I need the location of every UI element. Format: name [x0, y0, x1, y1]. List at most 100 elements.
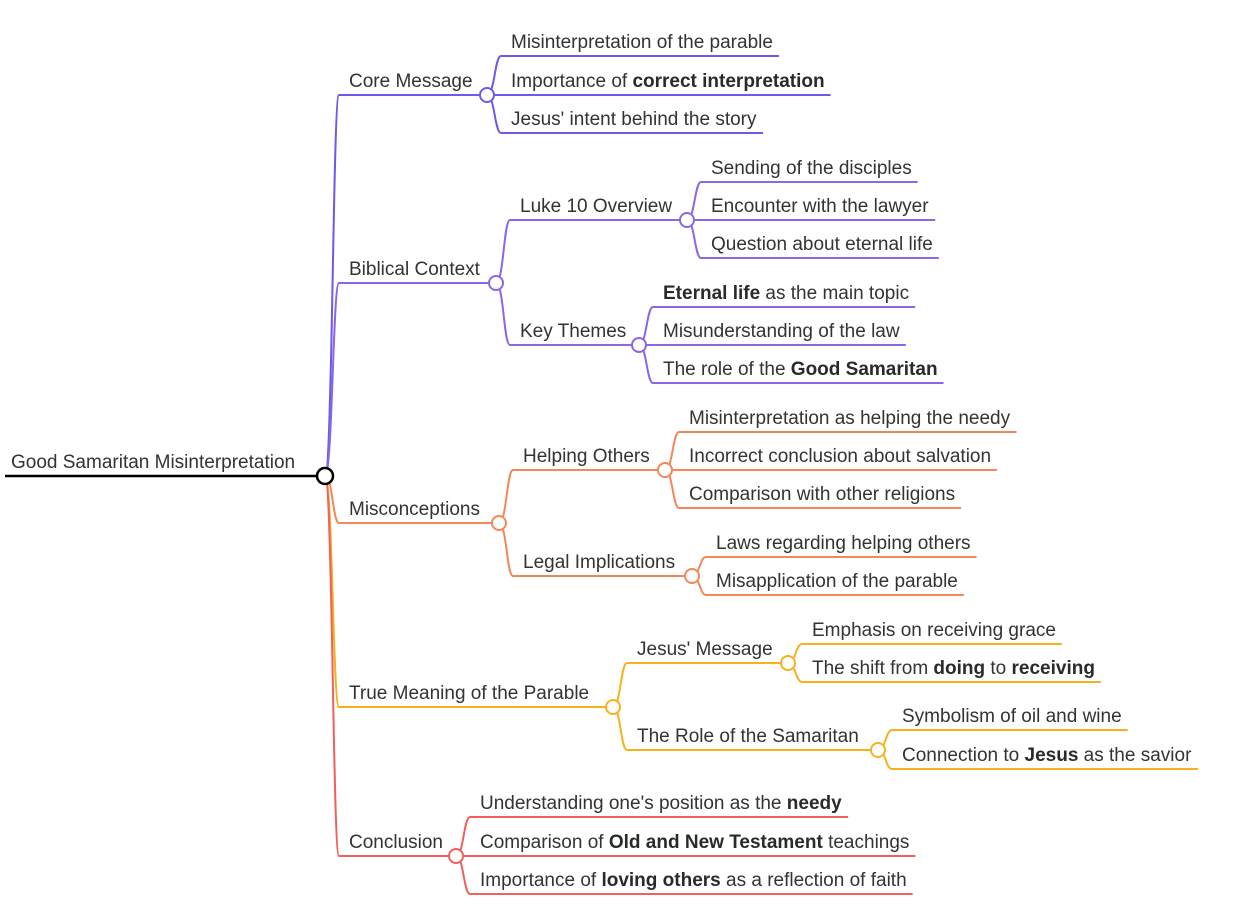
- label-fragment: as a reflection of faith: [721, 870, 907, 891]
- label-fragment: Importance of: [511, 71, 632, 92]
- label-fragment: Jesus' Message: [637, 639, 773, 660]
- node-understanding-one-s-position-as-the-needy: Understanding one's position as the need…: [480, 793, 842, 814]
- collapse-toggle-icon[interactable]: [631, 337, 647, 353]
- collapse-toggles: [315, 87, 886, 864]
- leaf-comparison-with-other-religions: Comparison with other religions: [689, 484, 955, 505]
- label-fragment: Comparison with other religions: [689, 484, 955, 505]
- label-fragment: Question about eternal life: [711, 234, 933, 255]
- root-collapse-toggle-icon[interactable]: [315, 466, 335, 486]
- label-fragment: Helping Others: [523, 446, 650, 467]
- node-the-role-of-the-samaritan: The Role of the Samaritan: [637, 726, 859, 747]
- collapse-toggle-icon[interactable]: [870, 742, 886, 758]
- label-fragment: Misinterpretation as helping the needy: [689, 408, 1011, 429]
- leaf-encounter-with-the-lawyer: Encounter with the lawyer: [711, 196, 929, 217]
- node-labels: Good Samaritan Misinterpretation Core Mes…: [11, 32, 1192, 891]
- label-fragment: teachings: [823, 832, 910, 853]
- node-jesus-message: Jesus' Message: [637, 639, 773, 660]
- label-fragment: Misapplication of the parable: [716, 571, 958, 592]
- node-helping-others: Helping Others: [523, 446, 650, 467]
- label-fragment: receiving: [1012, 658, 1095, 679]
- label-fragment: Luke 10 Overview: [520, 196, 672, 217]
- collapse-toggle-icon[interactable]: [605, 699, 621, 715]
- collapse-toggle-icon[interactable]: [491, 515, 507, 531]
- leaf-the-shift-from-doing-to-receiving: The shift from doing to receiving: [812, 658, 1095, 679]
- branch-core-message: Core Message: [349, 71, 473, 92]
- label-fragment: Incorrect conclusion about salvation: [689, 446, 991, 467]
- label-fragment: Jesus' intent behind the story: [511, 109, 757, 130]
- label-fragment: True Meaning of the Parable: [349, 683, 589, 704]
- label-fragment: Good Samaritan: [791, 359, 938, 380]
- label-fragment: Core Message: [349, 71, 473, 92]
- collapse-toggle-icon[interactable]: [780, 655, 796, 671]
- collapse-toggle-icon[interactable]: [684, 568, 700, 584]
- connector-lines: [5, 55, 1199, 895]
- label-fragment: Encounter with the lawyer: [711, 196, 929, 217]
- collapse-toggle-icon[interactable]: [448, 848, 464, 864]
- node-luke-10-overview: Luke 10 Overview: [520, 196, 672, 217]
- branch-connector: [324, 282, 496, 477]
- leaf-misinterpretation-as-helping-the-needy: Misinterpretation as helping the needy: [689, 408, 1011, 429]
- label-fragment: to: [985, 658, 1011, 679]
- leaf-misunderstanding-of-the-law: Misunderstanding of the law: [663, 321, 900, 342]
- branch-connector: [612, 662, 788, 708]
- label-fragment: as the main topic: [760, 283, 909, 304]
- leaf-incorrect-conclusion-about-salvation: Incorrect conclusion about salvation: [689, 446, 991, 467]
- branch-connector: [324, 94, 487, 477]
- label-fragment: The Role of the Samaritan: [637, 726, 859, 747]
- label-fragment: The role of the: [663, 359, 791, 380]
- label-fragment: Emphasis on receiving grace: [812, 620, 1056, 641]
- leaf-symbolism-of-oil-and-wine: Symbolism of oil and wine: [902, 706, 1122, 727]
- branch-true-meaning-of-the-parable: True Meaning of the Parable: [349, 683, 589, 704]
- label-fragment: Misinterpretation of the parable: [511, 32, 773, 53]
- label-fragment: Importance of: [480, 870, 601, 891]
- node-misinterpretation-of-the-parable: Misinterpretation of the parable: [511, 32, 773, 53]
- collapse-toggle-icon[interactable]: [657, 462, 673, 478]
- label-fragment: Legal Implications: [523, 552, 675, 573]
- leaf-laws-regarding-helping-others: Laws regarding helping others: [716, 533, 971, 554]
- node-comparison-of-old-and-new-testament-teachings: Comparison of Old and New Testament teac…: [480, 832, 909, 853]
- leaf-misapplication-of-the-parable: Misapplication of the parable: [716, 571, 958, 592]
- label-fragment: Misunderstanding of the law: [663, 321, 900, 342]
- label-fragment: Laws regarding helping others: [716, 533, 971, 554]
- label-fragment: Good Samaritan Misinterpretation: [11, 452, 295, 473]
- branch-conclusion: Conclusion: [349, 832, 443, 853]
- label-fragment: Misconceptions: [349, 499, 480, 520]
- leaf-connection-to-jesus-as-the-savior: Connection to Jesus as the savior: [902, 745, 1192, 766]
- node-jesus-intent-behind-the-story: Jesus' intent behind the story: [511, 109, 757, 130]
- node-legal-implications: Legal Implications: [523, 552, 675, 573]
- node-importance-of-correct-interpretation: Importance of correct interpretation: [511, 71, 825, 92]
- branch-connector: [324, 475, 456, 857]
- label-fragment: Biblical Context: [349, 259, 481, 280]
- node-importance-of-loving-others-as-a-reflection-of-faith: Importance of loving others as a reflect…: [480, 870, 907, 891]
- node-key-themes: Key Themes: [520, 321, 626, 342]
- leaf-sending-of-the-disciples: Sending of the disciples: [711, 158, 912, 179]
- collapse-toggle-icon[interactable]: [479, 87, 495, 103]
- label-fragment: The shift from: [812, 658, 933, 679]
- leaf-the-role-of-the-good-samaritan: The role of the Good Samaritan: [663, 359, 938, 380]
- label-fragment: loving others: [601, 870, 720, 891]
- label-fragment: correct interpretation: [632, 71, 824, 92]
- leaf-emphasis-on-receiving-grace: Emphasis on receiving grace: [812, 620, 1056, 641]
- label-fragment: Jesus: [1025, 745, 1079, 766]
- label-fragment: Key Themes: [520, 321, 626, 342]
- branch-connector: [498, 469, 665, 524]
- label-fragment: Connection to: [902, 745, 1025, 766]
- label-fragment: Eternal life: [663, 283, 760, 304]
- collapse-toggle-icon[interactable]: [679, 212, 695, 228]
- collapse-toggle-icon[interactable]: [488, 275, 504, 291]
- label-fragment: Old and New Testament: [609, 832, 824, 853]
- leaf-eternal-life-as-the-main-topic: Eternal life as the main topic: [663, 283, 909, 304]
- branch-misconceptions: Misconceptions: [349, 499, 480, 520]
- branch-biblical-context: Biblical Context: [349, 259, 481, 280]
- label-fragment: needy: [787, 793, 842, 814]
- label-fragment: Understanding one's position as the: [480, 793, 787, 814]
- leaf-question-about-eternal-life: Question about eternal life: [711, 234, 933, 255]
- label-fragment: Sending of the disciples: [711, 158, 912, 179]
- label-fragment: doing: [933, 658, 985, 679]
- label-fragment: Conclusion: [349, 832, 443, 853]
- branch-connector: [495, 219, 687, 284]
- label-fragment: as the savior: [1078, 745, 1192, 766]
- root-topic: Good Samaritan Misinterpretation: [11, 452, 295, 473]
- label-fragment: Comparison of: [480, 832, 609, 853]
